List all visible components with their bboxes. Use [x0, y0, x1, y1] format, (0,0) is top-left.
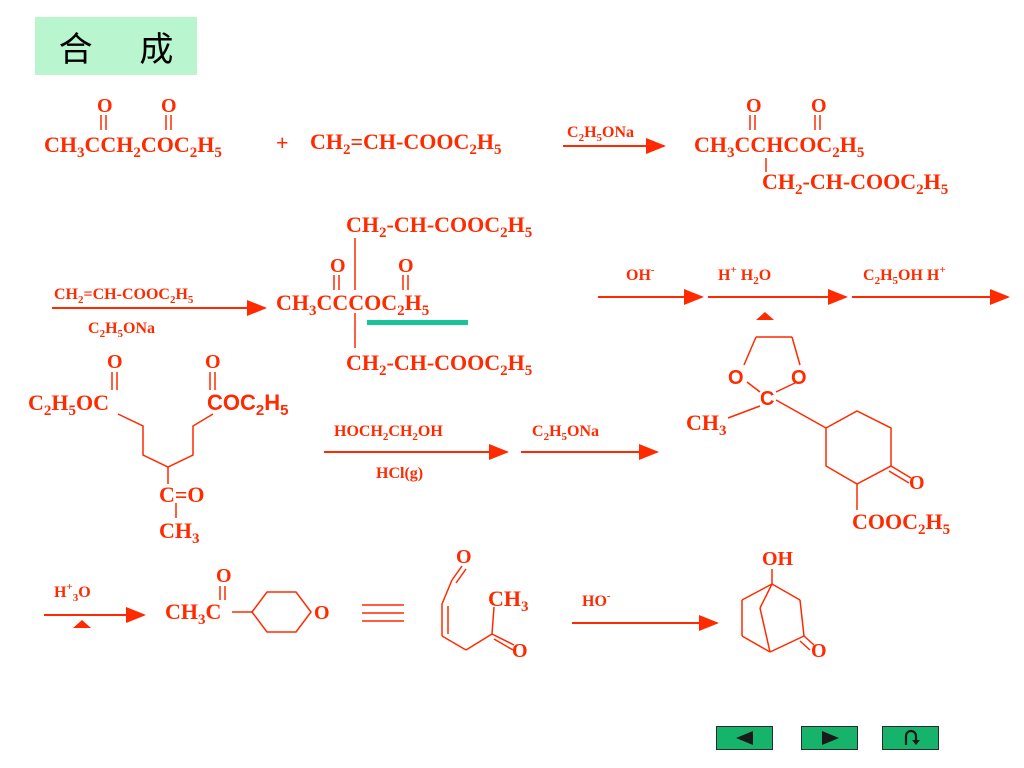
next-icon — [821, 731, 839, 745]
r3-ketal-c: C — [760, 388, 774, 410]
r3-left-ester: C2H5OC — [28, 390, 109, 419]
r2-main: CH3CCCOC2H5 — [276, 290, 429, 319]
r3-ring-ester: COOC2H5 — [852, 509, 950, 538]
r4-open-o2: O — [512, 640, 528, 662]
r2-o1: O — [330, 255, 346, 277]
r1-reactant1: CH3CCH2COC2H5 — [44, 132, 222, 161]
r3-reagent2: C2H5ONa — [532, 423, 599, 443]
r3-skeleton — [111, 372, 216, 518]
r4-ketone: CH3C — [165, 599, 221, 628]
slide-title-box: 合 成 — [35, 17, 197, 75]
slide-title: 合 成 — [58, 29, 192, 70]
return-icon — [904, 729, 920, 745]
r3-reagent1-bottom: HCl(g) — [376, 465, 423, 482]
r3-ketal-o1: O — [728, 367, 744, 389]
r4-product-o: O — [811, 640, 827, 662]
r4-ring-o: O — [314, 602, 330, 624]
r3-methyl: CH3 — [159, 518, 200, 547]
r4-reagent2: HO- — [582, 590, 611, 610]
r1-prod-o2: O — [811, 95, 827, 117]
heat-triangle-2 — [73, 620, 91, 628]
r1-reagent: C2H5ONa — [567, 124, 634, 144]
r2-step1: OH- — [626, 264, 655, 284]
r4-reagent1: H+3O — [54, 581, 91, 604]
r3-ketal-ch3: CH3 — [686, 410, 727, 439]
r3-carbonyl: C=O — [159, 482, 205, 507]
r1-carbonyl-bonds — [100, 115, 172, 130]
r1-ketone-o2: O — [161, 95, 177, 117]
prev-icon — [735, 731, 753, 745]
r4-open-ch3: CH3 — [488, 586, 529, 615]
r3-right-ester: COC2H5 — [207, 390, 288, 419]
r2-reagent-bottom: C2H5ONa — [88, 320, 155, 340]
r4-bicyclic-structure — [741, 569, 815, 653]
r1-product: CH3CCHCOC2H5 — [694, 132, 864, 161]
r4-open-o1: O — [456, 546, 472, 568]
r2-bottom-branch: CH2-CH-COOC2H5 — [346, 350, 532, 379]
r1-ketone-o1: O — [97, 95, 113, 117]
r3-ketal-o2: O — [791, 367, 807, 389]
r2-reagent-top: CH2=CH-COOC2H5 — [54, 286, 194, 306]
r2-step2: H+ H2O — [718, 264, 771, 287]
r3-reagent1-top: HOCH2CH2OH — [334, 423, 443, 443]
r2-step3: C2H5OH H+ — [863, 264, 946, 287]
r1-plus: + — [276, 130, 289, 155]
return-button[interactable] — [882, 726, 939, 750]
prev-button[interactable] — [716, 726, 773, 750]
r3-right-o: O — [205, 351, 221, 373]
r4-open-chain — [441, 565, 515, 651]
r3-left-o: O — [107, 351, 123, 373]
r2-highlight-bar — [367, 320, 468, 325]
r4-product-oh: OH — [762, 548, 794, 570]
r2-bonds — [333, 238, 409, 348]
r4-equivalence-sign — [362, 604, 404, 622]
r1-product-branch: CH2-CH-COOC2H5 — [762, 169, 948, 198]
next-button[interactable] — [801, 726, 858, 750]
r1-prod-carbonyl-bonds — [749, 115, 821, 172]
r3-ring-o: O — [909, 472, 925, 494]
r2-o2: O — [398, 255, 414, 277]
heat-triangle-1 — [756, 312, 774, 320]
r4-ketone-structure — [219, 586, 312, 633]
r2-top-branch: CH2-CH-COOC2H5 — [346, 212, 532, 241]
r4-ketone-o: O — [216, 565, 232, 587]
r3-ketal-structure — [727, 336, 912, 510]
r1-prod-o1: O — [746, 95, 762, 117]
r1-reactant2: CH2=CH-COOC2H5 — [310, 129, 502, 158]
